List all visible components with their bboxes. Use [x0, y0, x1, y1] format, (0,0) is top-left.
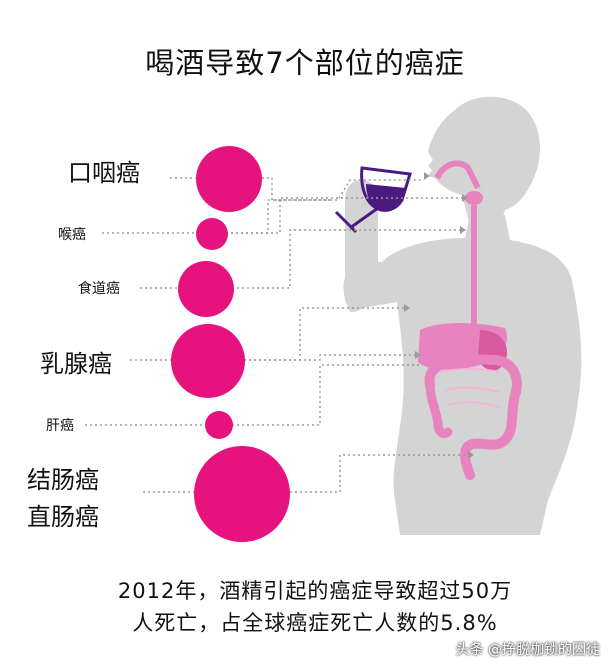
- digestive-organs: [418, 160, 522, 480]
- caption-line-2: 人死亡，占全球癌症死亡人数的5.8%: [132, 611, 498, 635]
- caption-line-1: 2012年，酒精引起的癌症导致超过50万: [117, 579, 513, 603]
- page-title: 喝酒导致7个部位的癌症: [145, 46, 465, 80]
- label-liver-cancer: 肝癌: [46, 418, 74, 434]
- connector-arrowheads: [404, 172, 474, 459]
- label-esophageal-cancer: 食道癌: [78, 281, 120, 297]
- label-breast-cancer: 乳腺癌: [40, 350, 112, 378]
- wine-glass-icon: [334, 166, 412, 234]
- label-laryngeal-cancer: 喉癌: [58, 227, 86, 243]
- label-oropharyngeal-cancer: 口咽癌: [68, 159, 140, 187]
- connector-lines: [85, 177, 468, 493]
- bubble-liver: [205, 411, 233, 439]
- bubble-breast: [171, 324, 245, 398]
- label-colon-cancer: 结肠癌: [27, 466, 99, 494]
- watermark: 头条 @挣脱枷锁的囚徒: [455, 642, 600, 658]
- bubble-esophageal: [178, 261, 234, 317]
- bubble-laryngeal: [196, 218, 228, 250]
- bubble-oropharyngeal: [196, 146, 262, 212]
- bubble-colorectal: [194, 446, 290, 542]
- body-silhouette: [343, 96, 582, 535]
- label-rectal-cancer: 直肠癌: [27, 503, 99, 531]
- caption: 2012年，酒精引起的癌症导致超过50万 人死亡，占全球癌症死亡人数的5.8%: [55, 575, 575, 639]
